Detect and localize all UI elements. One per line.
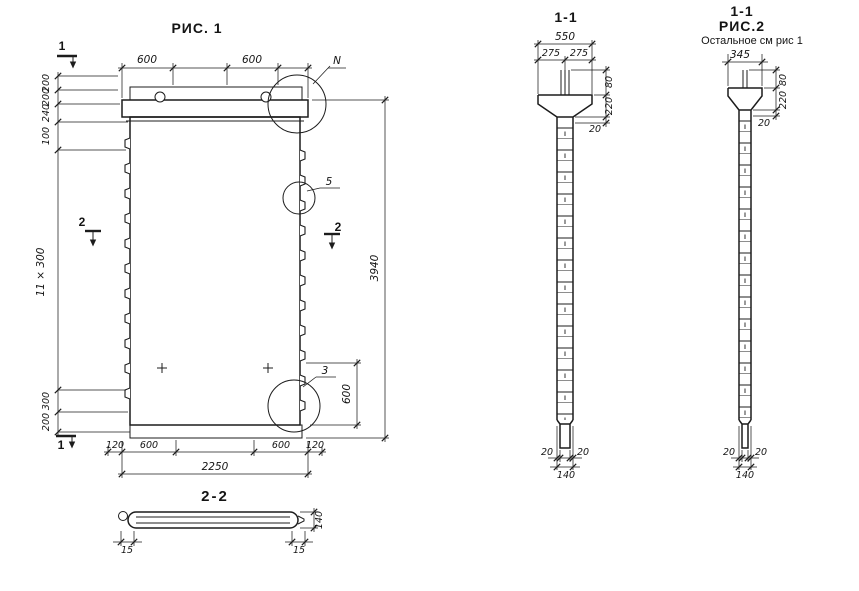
dim-275-right: 275 [570, 48, 588, 59]
fig2-dims-right: 80 220 20 [749, 66, 789, 129]
bottom-dowels [129, 424, 303, 439]
fig2-dim-top: 345 [722, 49, 768, 86]
dim-275-left: 275 [542, 48, 560, 59]
lifting-loop-left [154, 91, 166, 103]
section-1-1-title: 1-1 [554, 9, 577, 25]
section-1-1-dims-top: 550 275 275 [534, 31, 596, 94]
dim-140-foot: 140 [736, 470, 754, 481]
top-rebar [560, 70, 570, 95]
dim-15-right: 15 [293, 545, 305, 556]
right-shear-keys [299, 149, 306, 412]
leader-5 [306, 187, 321, 192]
slab-inner-lines [136, 516, 290, 524]
fig1-dim-bottom: 120 600 600 120 2250 [104, 440, 326, 478]
section-marks: 1 1 2 2 [56, 39, 342, 452]
fig2-note: Остальное см рис 1 [701, 35, 803, 47]
section-1-1-dims-bottom: 20 20 140 [541, 426, 589, 481]
dim-bottom-120-right: 120 [306, 440, 324, 451]
dim-left-200b: 200 [41, 88, 52, 106]
detail-circle-bottom [267, 379, 321, 433]
fig2-column [727, 70, 763, 449]
fig1-title: РИС. 1 [171, 20, 222, 36]
section-2-2: 2-2 15 15 140 [113, 488, 325, 556]
fig1-panel [121, 86, 309, 439]
top-cap [121, 99, 309, 118]
dim-20-foot-right: 20 [577, 447, 589, 458]
section-2-2-dims: 15 15 140 [113, 508, 325, 556]
column-outline [727, 87, 763, 420]
leader-n [312, 65, 331, 85]
shaft-hatch [739, 110, 751, 420]
detail-circle-middle [282, 181, 316, 215]
dim-width-2250: 2250 [202, 461, 229, 473]
dim-550: 550 [555, 31, 575, 43]
callout-5-label: 5 [326, 176, 333, 188]
dim-80: 80 [604, 76, 615, 88]
dim-80: 80 [778, 74, 789, 86]
dim-top-600-right: 600 [242, 54, 262, 66]
dim-left-300: 300 [41, 392, 52, 410]
dim-bottom-120-left: 120 [106, 440, 124, 451]
fig1: РИС. 1 [35, 20, 389, 478]
section-mark-1-top: 1 [59, 39, 66, 53]
dim-left-200a: 200 [41, 74, 52, 92]
panel-body [129, 116, 301, 426]
callout-n-label: N [333, 55, 341, 67]
fig2-dims-bottom: 20 20 140 [723, 426, 767, 481]
leader-3 [302, 376, 317, 388]
section-mark-2-right: 2 [335, 220, 342, 234]
fig2-section-title: 1-1 [730, 3, 753, 19]
left-shear-keys [124, 137, 131, 400]
dim-20-foot-left: 20 [541, 447, 553, 458]
dim-left-200c: 200 [41, 413, 52, 431]
section-mark-1-bottom: 1 [58, 438, 65, 452]
callout-3-label: 3 [322, 365, 329, 377]
section-mark-2-left: 2 [79, 215, 86, 229]
dim-15-left: 15 [121, 545, 133, 556]
dim-left-100: 100 [41, 127, 52, 145]
fig1-dim-top: 600 600 [118, 54, 312, 98]
dim-345: 345 [730, 49, 750, 61]
dim-20-step: 20 [589, 124, 601, 135]
top-rebar [742, 70, 748, 88]
section-1-1: 1-1 550 275 275 80 220 20 [534, 9, 615, 481]
section-2-2-body [118, 511, 305, 529]
section-2-2-title: 2-2 [201, 488, 229, 505]
slab-outline [127, 511, 299, 529]
dim-top-600-left: 600 [137, 54, 157, 66]
detail-callouts: N 5 3 [267, 55, 346, 433]
fig2-title: РИС.2 [719, 18, 765, 34]
lifting-point-crosses [157, 363, 273, 373]
fig2: 1-1 РИС.2 Остальное см рис 1 345 80 220 … [701, 3, 803, 481]
dim-140-thickness: 140 [314, 511, 325, 529]
column-outline [537, 94, 593, 420]
dim-height-3940: 3940 [369, 254, 381, 281]
dim-140-foot: 140 [557, 470, 575, 481]
fig1-dim-left: 200 200 240 100 11 × 300 300 200 [35, 72, 130, 436]
fig1-dim-right-600: 600 [306, 359, 361, 429]
fig1-dim-height: 3940 [306, 96, 389, 442]
section-1-1-column [537, 70, 593, 449]
detail-circle-top [267, 74, 327, 134]
dim-20-step: 20 [758, 118, 770, 129]
dim-20-foot-left: 20 [723, 447, 735, 458]
dim-left-11x300: 11 × 300 [35, 247, 47, 296]
dim-220: 220 [778, 91, 789, 109]
column-foot [556, 419, 574, 449]
column-foot [738, 419, 752, 449]
section-1-1-dims-right: 80 220 20 [571, 66, 615, 135]
end-loop [118, 511, 128, 521]
dim-right-600: 600 [341, 384, 353, 404]
dim-20-foot-right: 20 [755, 447, 767, 458]
dim-left-240: 240 [41, 104, 52, 122]
dim-bottom-600-left: 600 [140, 440, 158, 451]
shaft-hatch [557, 117, 573, 420]
end-nub [297, 515, 305, 525]
dim-220: 220 [604, 97, 615, 115]
dim-bottom-600-right: 600 [272, 440, 290, 451]
